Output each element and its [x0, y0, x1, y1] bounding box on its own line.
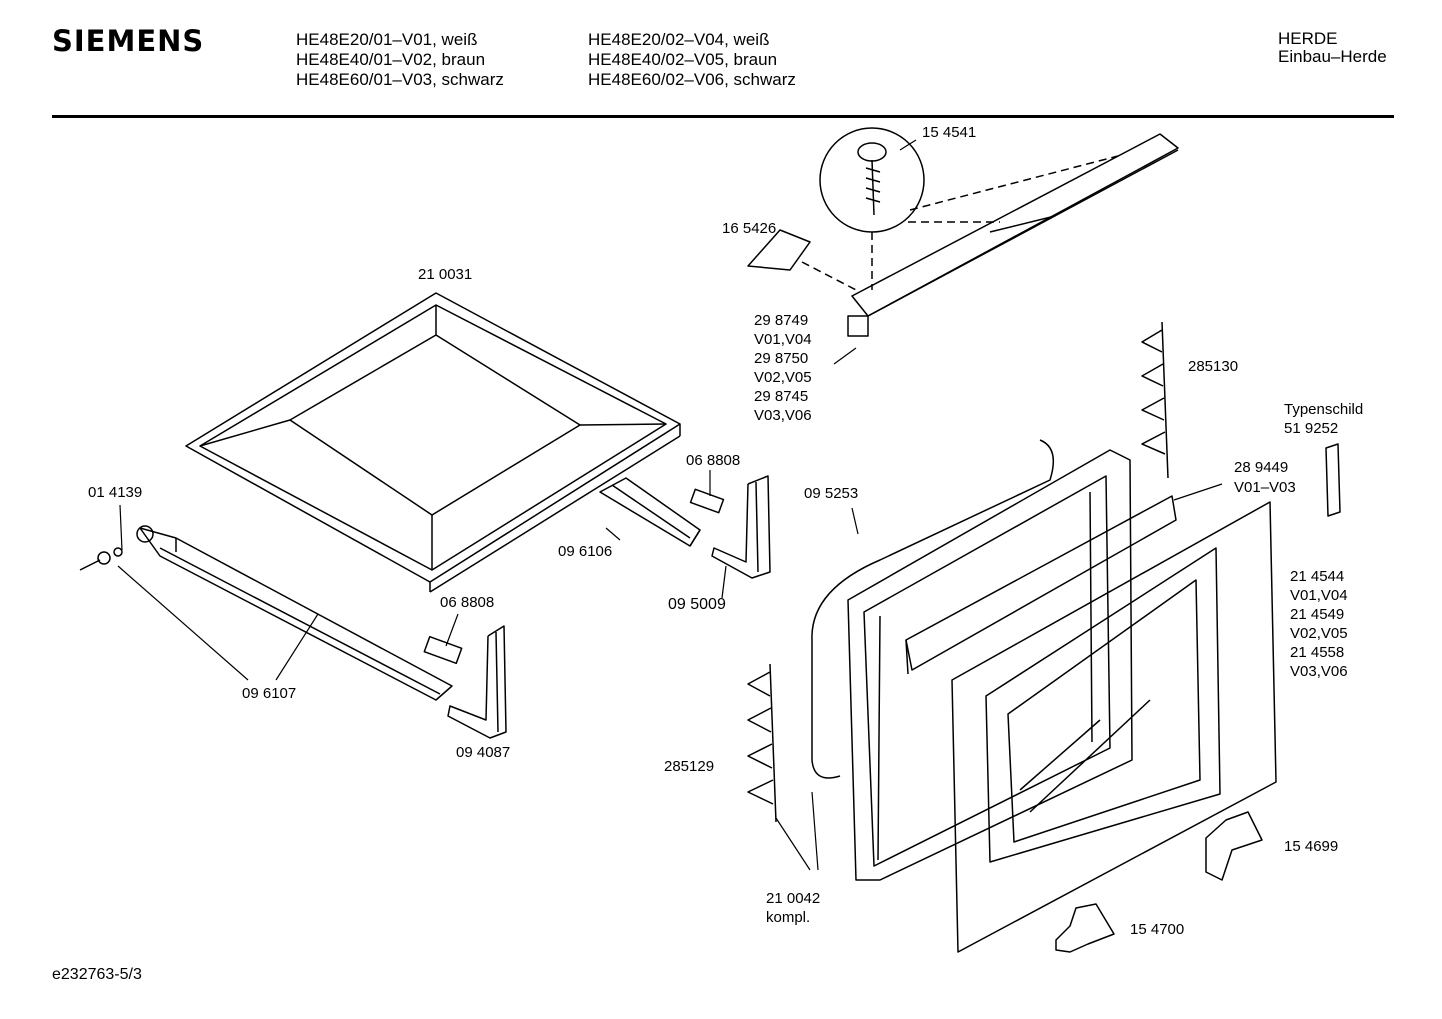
part-label: 285129: [664, 758, 714, 775]
part-label: 29 8745: [754, 388, 808, 405]
category-subtitle: Einbau–Herde: [1278, 47, 1387, 66]
door-inner-frame: [847, 449, 1133, 881]
glass-carrier: [905, 495, 1177, 675]
part-label: 21 4544: [1290, 568, 1344, 585]
part-label: 21 0031: [418, 266, 472, 283]
door-gasket: [811, 439, 1055, 779]
part-label: Typenschild: [1284, 401, 1363, 418]
hinge-plate-bottom: [1055, 903, 1115, 953]
part-label: V01–V03: [1234, 479, 1296, 496]
part-label: 09 5009: [668, 596, 726, 613]
part-label: 06 8808: [440, 594, 494, 611]
part-label: 21 4558: [1290, 644, 1344, 661]
part-label: V03,V06: [754, 407, 812, 424]
part-label: 01 4139: [88, 484, 142, 501]
rear-bracket: [599, 477, 701, 547]
part-label: 09 5253: [804, 485, 858, 502]
model-line: HE48E20/02–V04, weiß: [588, 30, 770, 49]
part-label: 28 9449: [1234, 459, 1288, 476]
model-list-left: HE48E20/01–V01, weiß HE48E40/01–V02, bra…: [296, 30, 504, 90]
part-label: 09 6107: [242, 685, 296, 702]
part-label: 15 4699: [1284, 838, 1338, 855]
document-id: e232763-5/3: [52, 966, 142, 983]
part-label: V02,V05: [1290, 625, 1348, 642]
part-label: V01,V04: [1290, 587, 1348, 604]
part-label: 09 4087: [456, 744, 510, 761]
clip-lower: [423, 635, 463, 665]
part-label: kompl.: [766, 909, 810, 926]
model-line: HE48E40/01–V02, braun: [296, 50, 486, 69]
model-line: HE48E60/02–V06, schwarz: [588, 70, 796, 89]
side-rail: [136, 525, 453, 701]
outer-door-glass: [951, 501, 1277, 953]
part-label: V03,V06: [1290, 663, 1348, 680]
part-label: 21 4549: [1290, 606, 1344, 623]
part-label: 06 8808: [686, 452, 740, 469]
category-block: HERDE Einbau–Herde: [1278, 30, 1387, 66]
angle-bracket-left: [447, 625, 507, 739]
screw-detail: [857, 142, 887, 216]
part-label: 29 8750: [754, 350, 808, 367]
model-line: HE48E60/01–V03, schwarz: [296, 70, 504, 89]
door-handle: [847, 133, 1179, 337]
part-label: 51 9252: [1284, 420, 1338, 437]
part-label: 285130: [1188, 358, 1238, 375]
hinge-plate-right: [1205, 811, 1263, 881]
part-label: V01,V04: [754, 331, 812, 348]
header-divider: [52, 115, 1394, 118]
part-label: V02,V05: [754, 369, 812, 386]
part-label: 15 4700: [1130, 921, 1184, 938]
model-list-right: HE48E20/02–V04, weiß HE48E40/02–V05, bra…: [588, 30, 796, 90]
screw-washer: [79, 547, 123, 571]
assembly-guides: [801, 155, 1119, 293]
leader-lines: [117, 139, 1223, 871]
top-cover-panel: [185, 292, 681, 593]
part-label: 21 0042: [766, 890, 820, 907]
hinge-strip-right: [1141, 321, 1169, 479]
part-label: 29 8749: [754, 312, 808, 329]
category-title: HERDE: [1278, 29, 1338, 48]
handle-end-cap: [747, 229, 811, 271]
part-label: 16 5426: [722, 220, 776, 237]
part-label: 15 4541: [922, 124, 976, 141]
model-line: HE48E40/02–V05, braun: [588, 50, 778, 69]
siemens-logo: SIEMENS: [52, 24, 205, 58]
rating-plate: [1325, 443, 1341, 517]
part-label: 09 6106: [558, 543, 612, 560]
clip-upper: [689, 488, 725, 514]
hinge-strip-left: [747, 663, 777, 823]
model-line: HE48E20/01–V01, weiß: [296, 30, 478, 49]
angle-bracket-right: [711, 475, 771, 579]
